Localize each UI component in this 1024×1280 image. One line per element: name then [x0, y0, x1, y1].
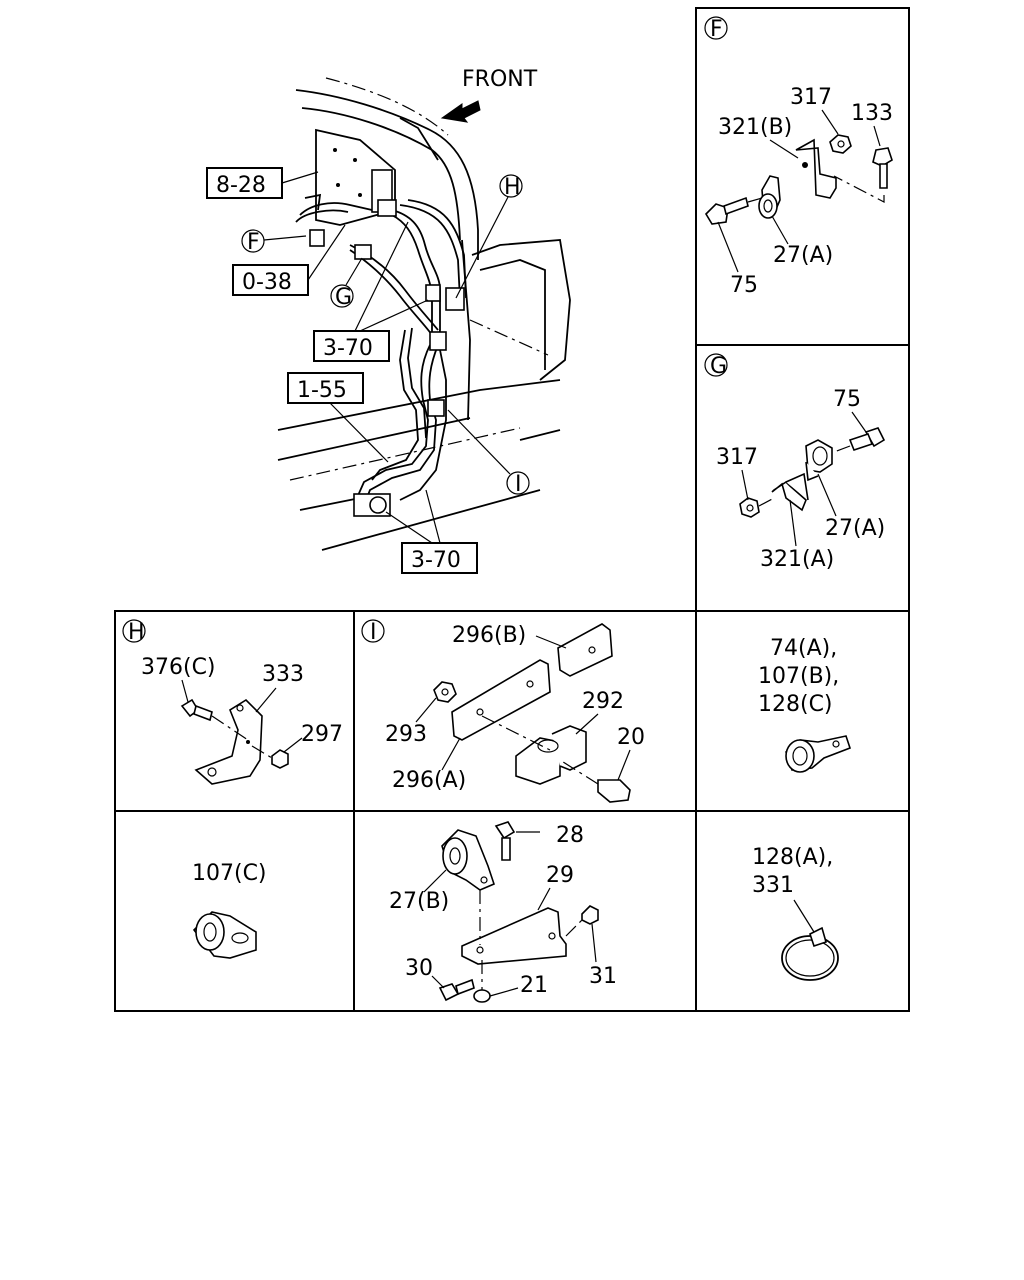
boxed-ref-3-70-upper: 3-70: [313, 221, 429, 362]
svg-text:1-55: 1-55: [297, 378, 347, 403]
circle-ref-H: H: [455, 174, 523, 299]
panel-bracket-label-29: 29: [546, 863, 574, 888]
circle-ref-G: G: [330, 257, 363, 310]
panel-bracket-label-28: 28: [556, 823, 584, 848]
panel-F-label-317: 317: [790, 85, 832, 110]
panel-tie-label-331: 331: [752, 873, 794, 898]
front-label: FRONT: [462, 67, 538, 92]
panel-G-label-27A: 27(A): [825, 516, 885, 541]
panel-I-label-296A: 296(A): [392, 768, 466, 793]
front-arrow-icon: [440, 100, 481, 123]
panel-G-label-317: 317: [716, 445, 758, 470]
panel-I-label-292: 292: [582, 689, 624, 714]
panel-I-label-296B: 296(B): [452, 623, 526, 648]
boxed-ref-1-55: 1-55: [287, 372, 389, 463]
panel-F-label-133: 133: [851, 101, 893, 126]
svg-text:I: I: [370, 620, 377, 645]
circle-ref-F: F: [241, 229, 307, 255]
panel-G: G 75 317 27(A) 321(A): [704, 353, 885, 572]
panel-clip-74a: 74(A), 107(B), 128(C): [758, 636, 852, 773]
svg-text:I: I: [515, 472, 522, 497]
panel-H-label-297: 297: [301, 722, 343, 747]
panel-tie-label-128A: 128(A),: [752, 845, 833, 870]
panel-I-label-20: 20: [617, 725, 645, 750]
panel-I: I 296(B) 292 293 20 296(A): [361, 619, 645, 803]
panel-bracket: 28 29 27(B) 30 21 31: [389, 821, 617, 1003]
panel-F-label-75: 75: [730, 273, 758, 298]
panel-bracket-label-27B: 27(B): [389, 889, 449, 914]
boxed-ref-8-28: 8-28: [206, 167, 319, 199]
panel-F-letter: F: [704, 16, 728, 42]
panel-107c: 107(C): [192, 861, 267, 959]
panel-G-label-321A: 321(A): [760, 547, 834, 572]
panel-H-letter: H: [122, 619, 146, 645]
svg-text:F: F: [247, 230, 260, 255]
panel-I-label-293: 293: [385, 722, 427, 747]
panel-clip-label-128C: 128(C): [758, 692, 833, 717]
panel-frames: [114, 7, 910, 1012]
circle-ref-I: I: [447, 409, 530, 497]
panel-H: H 376(C) 333 297: [122, 619, 343, 785]
brake-pipes: [295, 199, 467, 511]
svg-text:H: H: [128, 620, 145, 645]
svg-text:F: F: [710, 17, 723, 42]
panel-G-label-75: 75: [833, 387, 861, 412]
panel-H-label-376C: 376(C): [141, 655, 216, 680]
main-view: FRONT: [206, 67, 571, 574]
panel-F-label-27A: 27(A): [773, 243, 833, 268]
panel-bracket-label-21: 21: [520, 973, 548, 998]
svg-text:0-38: 0-38: [242, 270, 292, 295]
panel-H-label-333: 333: [262, 662, 304, 687]
panel-107c-label: 107(C): [192, 861, 267, 886]
panel-tie: 128(A), 331: [752, 845, 839, 981]
panel-clip-label-74A: 74(A),: [770, 636, 837, 661]
svg-text:G: G: [335, 285, 352, 310]
panel-bracket-label-30: 30: [405, 956, 433, 981]
svg-text:3-70: 3-70: [411, 548, 461, 573]
panel-clip-label-107B: 107(B),: [758, 664, 839, 689]
panel-F: F 317 133 321(B) 75 27(A): [704, 16, 893, 298]
svg-text:G: G: [710, 354, 727, 379]
boxed-ref-0-38: 0-38: [232, 224, 346, 296]
svg-text:H: H: [504, 175, 521, 200]
panel-I-letter: I: [361, 619, 385, 645]
svg-text:8-28: 8-28: [216, 173, 266, 198]
svg-text:3-70: 3-70: [323, 336, 373, 361]
connectors: [304, 193, 465, 517]
panel-G-letter: G: [704, 353, 728, 379]
panel-F-label-321B: 321(B): [718, 115, 792, 140]
panel-bracket-label-31: 31: [589, 964, 617, 989]
boxed-ref-3-70-lower: 3-70: [385, 489, 478, 574]
